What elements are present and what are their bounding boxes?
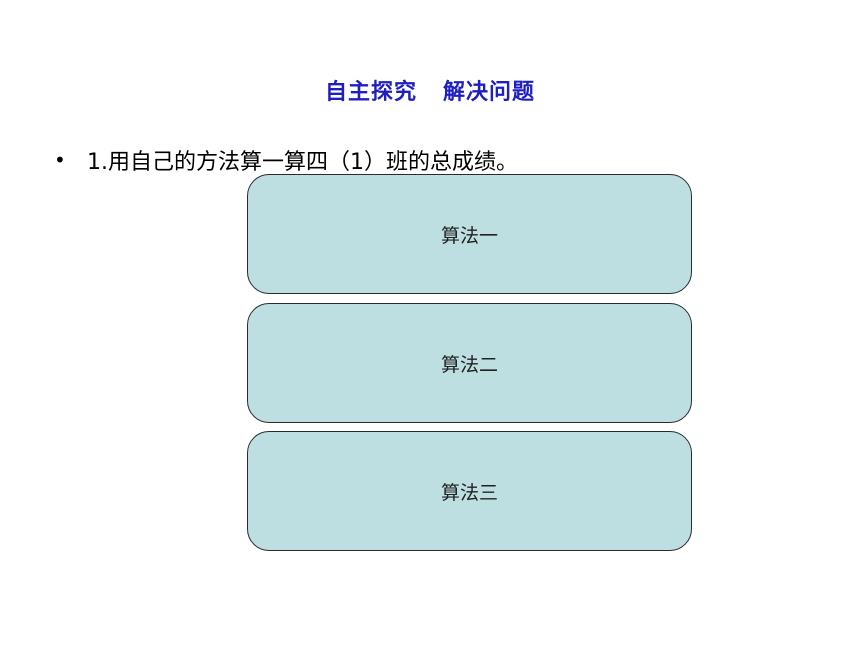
bullet-item: • 1.用自己的方法算一算四（1）班的总成绩。 (54, 144, 518, 176)
bullet-text: 1.用自己的方法算一算四（1）班的总成绩。 (87, 150, 518, 175)
bullet-marker: • (54, 148, 66, 172)
method-box-2: 算法二 (247, 303, 692, 423)
method-box-3: 算法三 (247, 431, 692, 551)
method-label-3: 算法三 (440, 481, 498, 504)
method-label-1: 算法一 (440, 224, 498, 247)
slide-title: 自主探究 解决问题 (325, 80, 535, 105)
method-label-2: 算法二 (440, 353, 498, 376)
method-box-1: 算法一 (247, 174, 692, 294)
